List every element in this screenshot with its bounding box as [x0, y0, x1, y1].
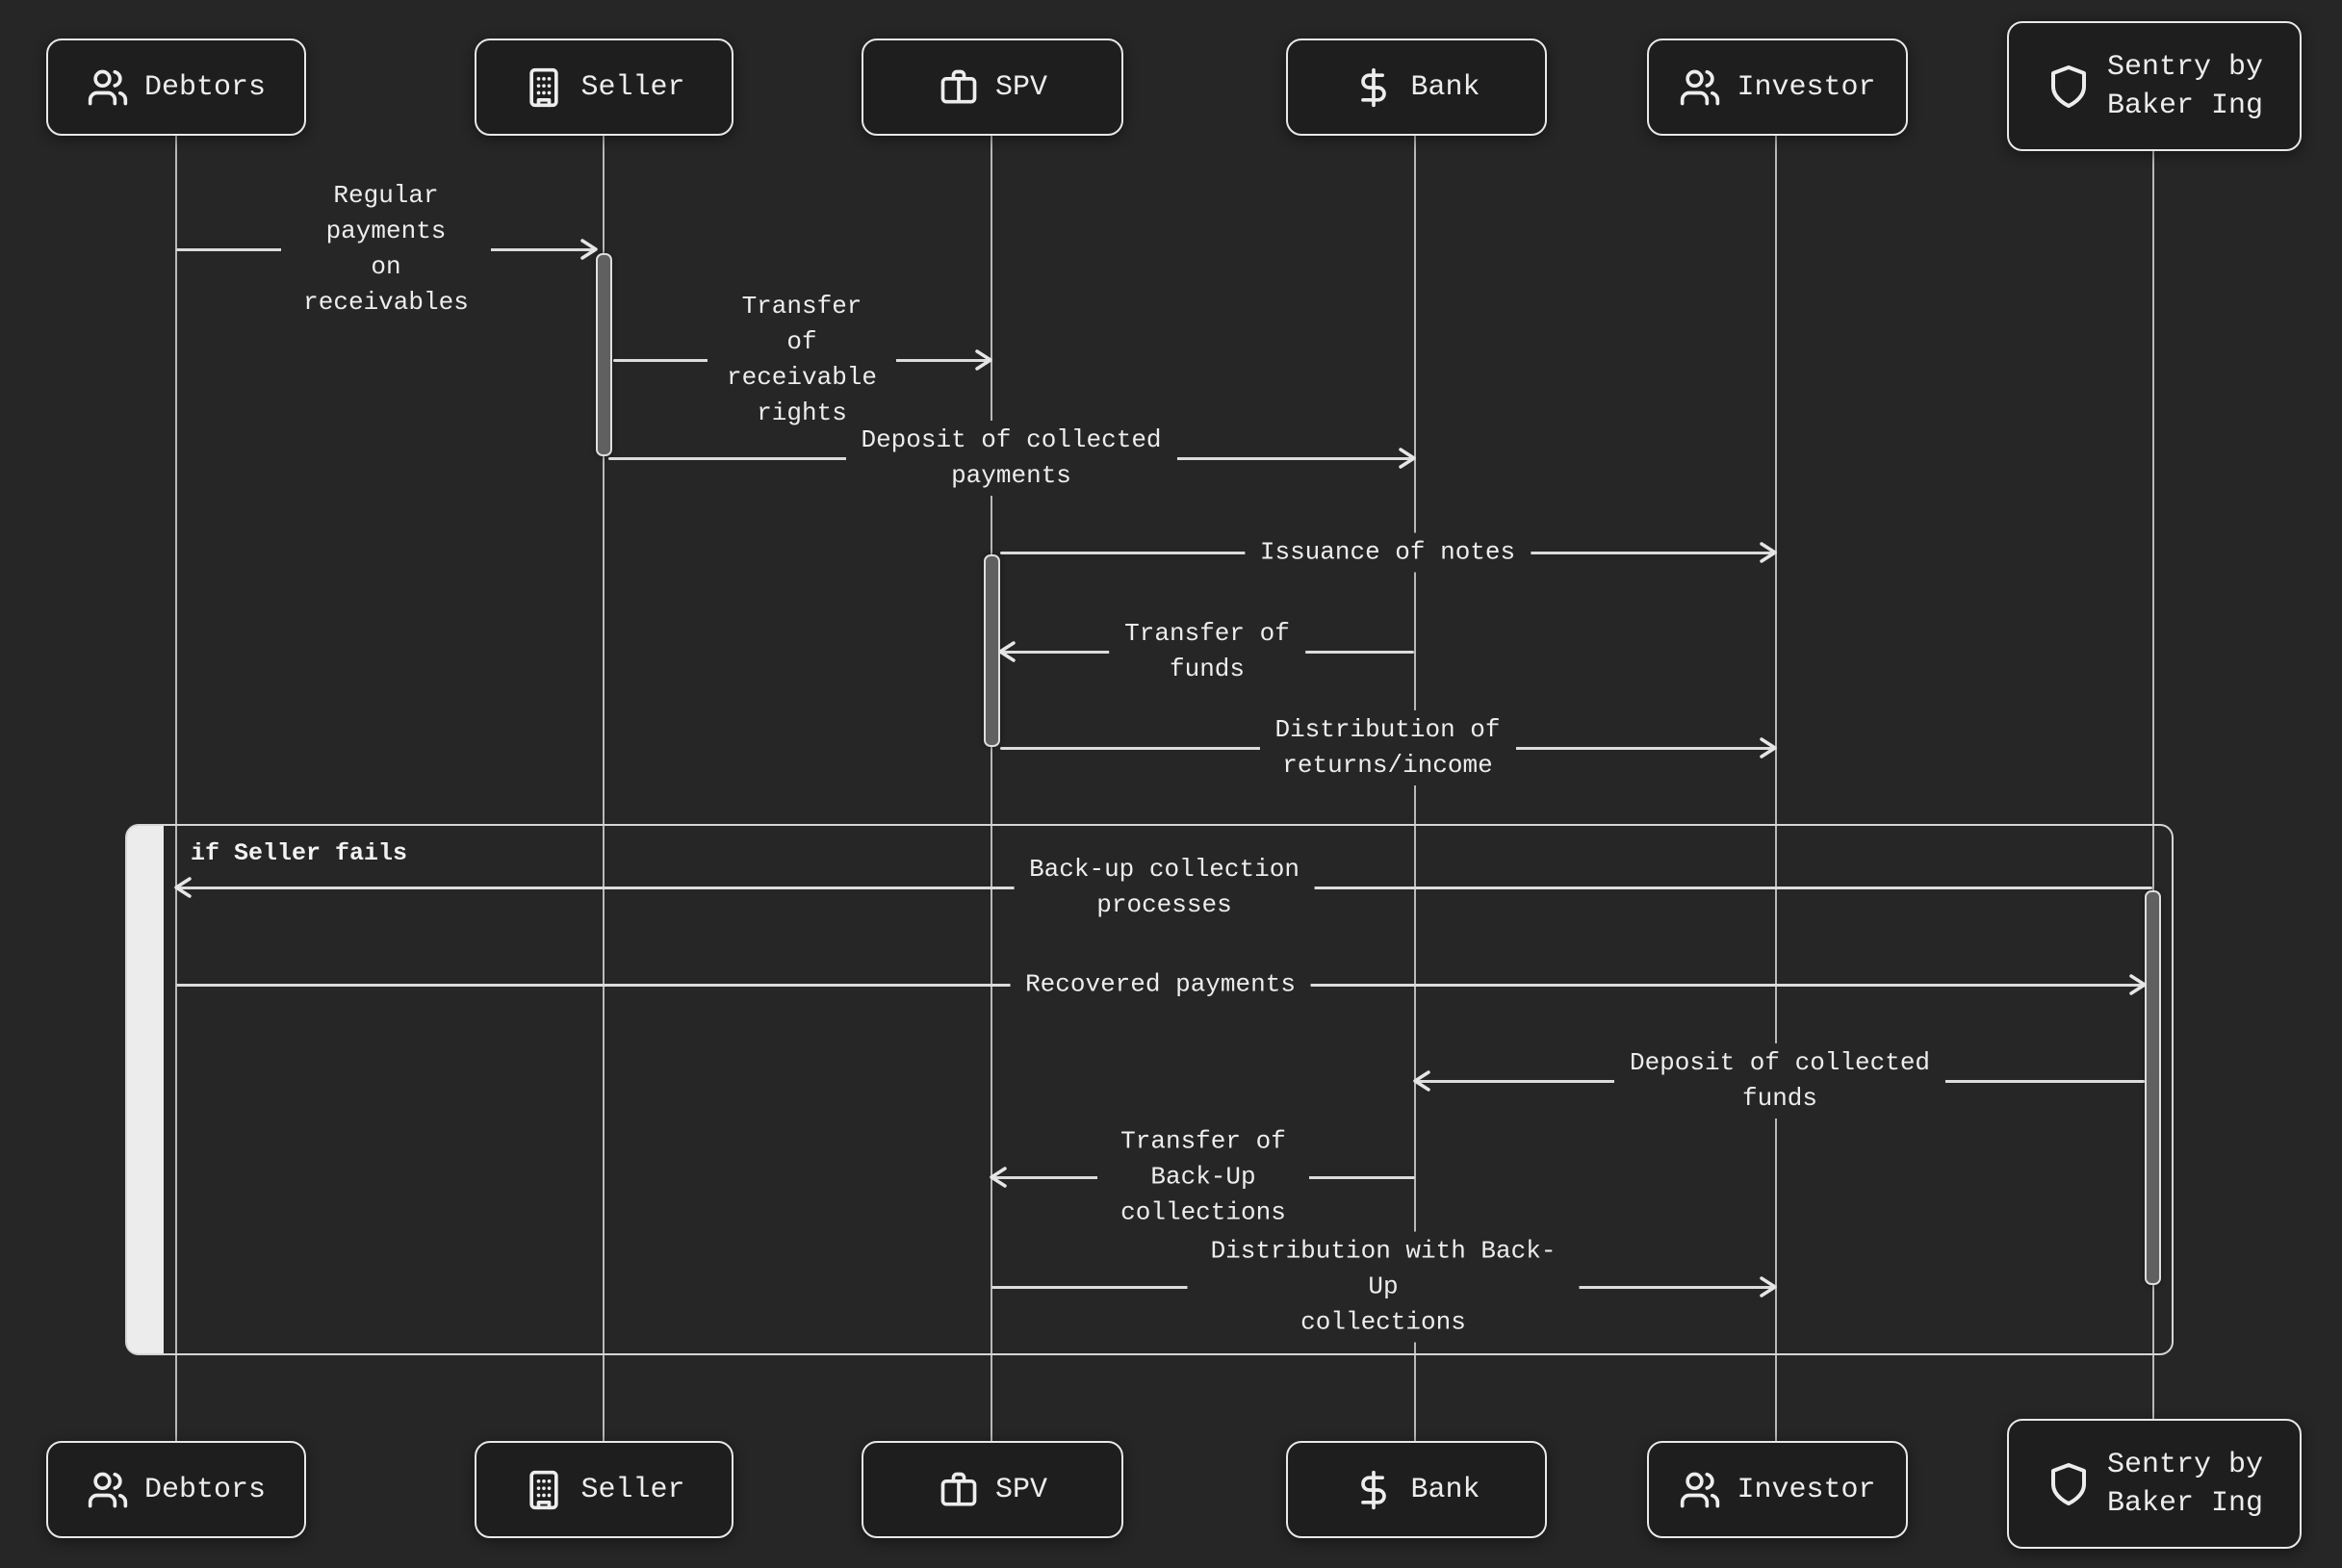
actor-bank-top: Bank: [1286, 39, 1547, 136]
lifeline-debtors: [175, 136, 177, 1441]
lifeline-investor: [1775, 136, 1777, 1441]
arrowhead-right-icon: [1760, 542, 1777, 563]
briefcase-icon: [940, 69, 977, 103]
actor-debtors-top: Debtors: [46, 39, 306, 136]
actor-label: Sentry by Baker Ing: [2106, 1448, 2264, 1520]
group-left-strip: [127, 826, 164, 1353]
arrowhead-right-icon: [975, 349, 992, 371]
actor-label: Seller: [580, 70, 685, 104]
actor-spv-bottom: SPV: [862, 1441, 1123, 1538]
message-label: Transfer of receivable rights: [708, 287, 896, 433]
dollar-sign-icon: [1361, 1470, 1387, 1509]
arrowhead-right-icon: [1399, 448, 1416, 469]
users-icon: [88, 69, 128, 105]
arrowhead-left-icon: [1413, 1070, 1430, 1092]
group-if-seller-fails: if Seller fails: [125, 824, 2174, 1355]
message-label: Back-up collection processes: [1014, 850, 1315, 925]
arrowhead-left-icon: [990, 1167, 1007, 1188]
lifeline-seller: [603, 136, 605, 1441]
message-label: Distribution of returns/income: [1259, 710, 1516, 785]
actor-label: SPV: [994, 70, 1047, 104]
activation-seller: [596, 253, 612, 456]
group-label: if Seller fails: [191, 839, 408, 867]
message-label: Recovered payments: [1010, 964, 1311, 1005]
message-label: Distribution with Back-Up collections: [1187, 1231, 1580, 1343]
arrowhead-right-icon: [2129, 974, 2147, 995]
actor-label: Investor: [1737, 70, 1876, 104]
arrowhead-right-icon: [580, 239, 598, 260]
building-icon: [529, 67, 559, 107]
arrowhead-right-icon: [1760, 1276, 1777, 1298]
message-label: Issuance of notes: [1244, 532, 1531, 573]
dollar-sign-icon: [1361, 67, 1387, 107]
briefcase-icon: [940, 1472, 977, 1505]
actor-label: Debtors: [143, 70, 267, 104]
lifeline-spv: [991, 136, 992, 1441]
users-icon: [88, 1472, 128, 1507]
actor-label: Bank: [1410, 70, 1480, 104]
arrowhead-left-icon: [174, 877, 192, 898]
arrowhead-right-icon: [1760, 737, 1777, 758]
message-label: Regular payments on receivables: [281, 176, 491, 322]
message-label: Deposit of collected funds: [1613, 1043, 1946, 1118]
lifeline-bank: [1414, 136, 1416, 1441]
actor-sentry-top: Sentry by Baker Ing: [2007, 21, 2302, 151]
actor-spv-top: SPV: [862, 39, 1123, 136]
actor-label: Bank: [1410, 1473, 1480, 1506]
actor-bank-bottom: Bank: [1286, 1441, 1547, 1538]
users-icon: [1681, 1472, 1720, 1507]
actor-label: Investor: [1737, 1473, 1876, 1506]
actor-label: Debtors: [143, 1473, 267, 1506]
actor-label: SPV: [994, 1473, 1047, 1506]
building-icon: [529, 1470, 559, 1509]
actor-investor-bottom: Investor: [1647, 1441, 1908, 1538]
shield-icon: [2050, 1462, 2086, 1505]
lifeline-sentry: [2152, 151, 2154, 1419]
actor-seller-bottom: Seller: [475, 1441, 733, 1538]
message-label: Deposit of collected payments: [845, 421, 1177, 496]
actor-label: Sentry by Baker Ing: [2106, 50, 2264, 122]
message-label: Transfer of funds: [1109, 614, 1305, 689]
actor-sentry-bottom: Sentry by Baker Ing: [2007, 1419, 2302, 1549]
arrowhead-left-icon: [998, 641, 1016, 662]
actor-label: Seller: [580, 1473, 685, 1506]
message-label: Transfer of Back-Up collections: [1097, 1121, 1309, 1233]
shield-icon: [2050, 64, 2086, 108]
users-icon: [1681, 69, 1720, 105]
actor-investor-top: Investor: [1647, 39, 1908, 136]
actor-debtors-bottom: Debtors: [46, 1441, 306, 1538]
activation-sentry: [2145, 890, 2161, 1285]
actor-seller-top: Seller: [475, 39, 733, 136]
